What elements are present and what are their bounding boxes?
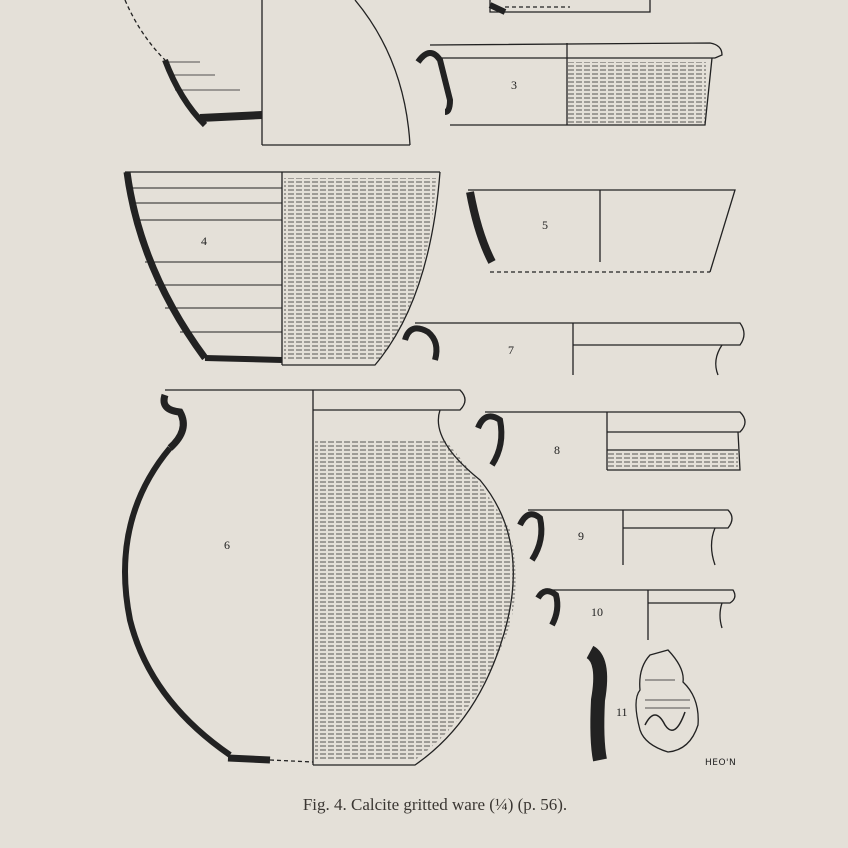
vessel-label-4: 4 [201,234,207,248]
vessel-label-3: 3 [511,78,517,92]
vessel-3 [415,42,723,126]
vessel-label-10: 10 [591,605,603,619]
vessel-5 [466,189,736,273]
vessel-11 [585,645,699,762]
illustrator-signature: HEO'N [705,758,737,768]
vessel-8 [475,411,746,471]
vessel-4 [123,171,441,366]
vessel-label-8: 8 [554,443,560,457]
vessel-9 [517,509,733,566]
vessel-label-9: 9 [578,529,584,543]
vessel-7 [402,322,745,376]
vessel-label-5: 5 [542,218,548,232]
vessel-6 [122,389,516,766]
vessel-label-7: 7 [508,343,514,357]
vessel-10 [535,588,736,640]
vessel-top-partial [124,0,411,146]
vessel-label-11: 11 [616,705,628,719]
vessel-label-6: 6 [224,538,230,552]
figure-caption: Fig. 4. Calcite gritted ware (¼) (p. 56)… [302,795,568,814]
fragment-top-right [488,0,651,15]
